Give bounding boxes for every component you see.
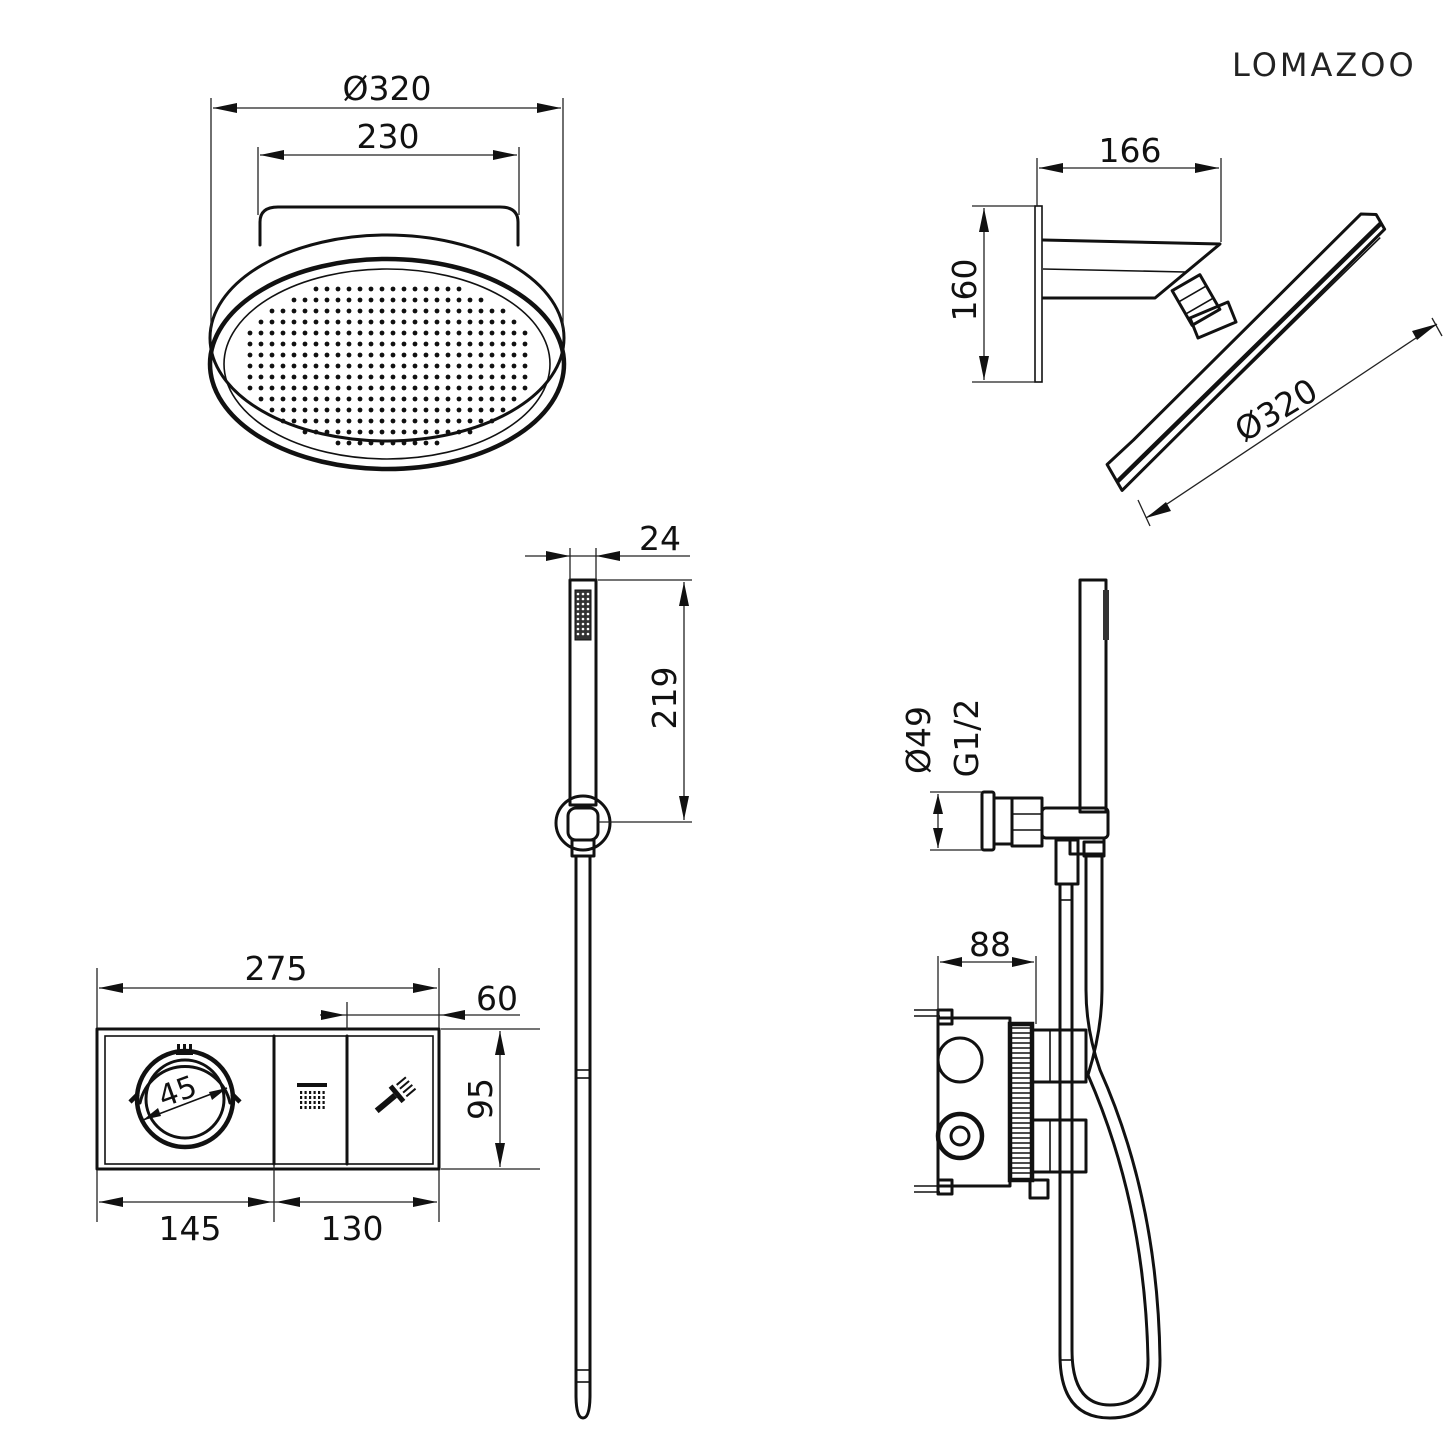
dim-head-front-arm-width: 230 bbox=[257, 117, 520, 215]
dim-panel-button-width: 60 bbox=[320, 979, 520, 1030]
dim-label: 160 bbox=[945, 259, 984, 322]
dim-head-side-arm-length: 166 bbox=[1036, 131, 1222, 242]
dim-panel-height: 95 bbox=[441, 1028, 540, 1170]
hand-shower-icon bbox=[374, 1076, 417, 1114]
dim-label: 145 bbox=[159, 1209, 222, 1248]
dim-label: 130 bbox=[321, 1209, 384, 1248]
shower-head-side-view bbox=[1034, 205, 1387, 492]
dim-valve-depth: 88 bbox=[937, 925, 1037, 1024]
dim-label: 219 bbox=[645, 667, 684, 730]
hand-shower-front-view bbox=[554, 578, 612, 1420]
hand-spray-nozzles bbox=[576, 592, 590, 636]
dim-head-front-diameter: Ø320 bbox=[210, 69, 564, 330]
valve-side-assembly bbox=[914, 578, 1162, 1420]
dim-panel-width: 275 bbox=[96, 949, 440, 1028]
dim-label: 88 bbox=[969, 925, 1011, 964]
temperature-knob: 45 bbox=[128, 1044, 242, 1150]
dim-label: G1/2 bbox=[947, 699, 986, 778]
control-panel-front-view: 45 bbox=[95, 1027, 441, 1171]
dim-label: 60 bbox=[476, 979, 518, 1018]
dim-head-side-height: 160 bbox=[945, 205, 1035, 383]
dim-label: 24 bbox=[639, 519, 681, 558]
dim-label: 230 bbox=[357, 117, 420, 156]
dim-label: Ø320 bbox=[1228, 371, 1324, 450]
nozzle-holes bbox=[247, 286, 528, 446]
dim-head-side-diameter: Ø320 bbox=[1137, 317, 1443, 527]
dim-label: 166 bbox=[1099, 131, 1162, 170]
dim-label: 95 bbox=[461, 1078, 500, 1120]
dim-panel-segments: 145 130 bbox=[96, 1164, 440, 1248]
thread-ribs bbox=[1012, 1027, 1030, 1174]
shower-head-front-view bbox=[207, 205, 567, 472]
dim-label: Ø320 bbox=[343, 69, 432, 108]
rain-shower-icon bbox=[297, 1083, 327, 1109]
dim-hand-width: 24 bbox=[525, 519, 690, 580]
temperature-icon bbox=[176, 1044, 193, 1055]
dim-outlet: Ø49 G1/2 bbox=[899, 699, 986, 851]
brand-logo: LOMAZOO bbox=[1232, 46, 1417, 84]
dim-hand-length: 219 bbox=[598, 579, 692, 823]
dim-label: 45 bbox=[154, 1069, 202, 1115]
dim-label: Ø49 bbox=[899, 706, 938, 774]
dim-label: 275 bbox=[245, 949, 308, 988]
